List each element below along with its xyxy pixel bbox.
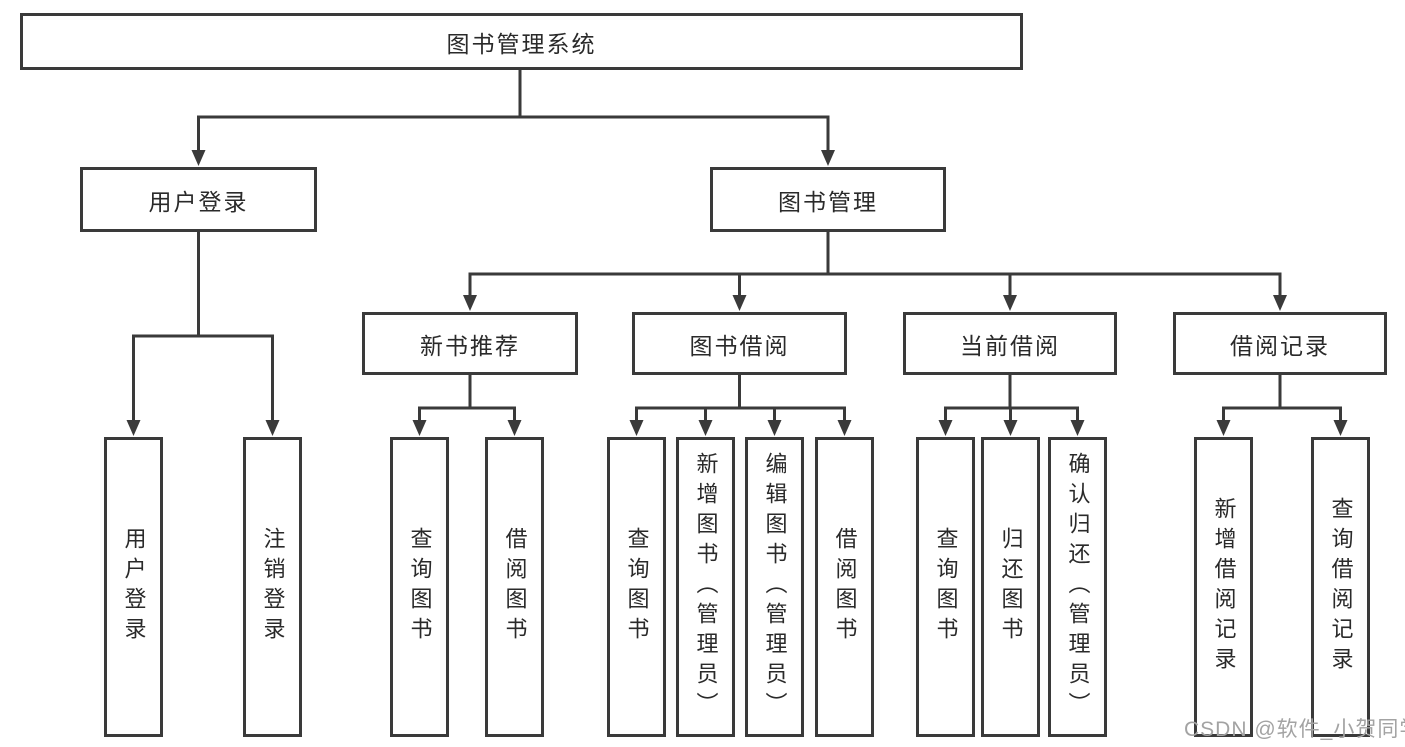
node-library-management-system: 图书管理系统 [20,13,1023,70]
node-add-books-admin: 新增图书（管理员） [676,437,735,737]
connector-lines [132,70,1342,422]
node-label: 确认归还（管理员） [1065,452,1091,722]
node-add-borrow-record: 新增借阅记录 [1194,437,1253,737]
watermark: CSDN @软件_小贺同学 [1184,718,1405,741]
node-label: 借阅图书 [832,527,858,647]
node-query-books-borrowing: 查询图书 [607,437,666,737]
node-label: 归还图书 [998,527,1024,647]
node-label: 查询图书 [624,527,650,647]
node-label: 图书管理 [778,188,878,215]
node-confirm-return-admin: 确认归还（管理员） [1048,437,1107,737]
node-label: 当前借阅 [960,332,1060,359]
node-user-login: 用户登录 [80,167,317,232]
node-borrowing-records: 借阅记录 [1173,312,1387,375]
node-book-management: 图书管理 [710,167,946,232]
node-query-books-current: 查询图书 [916,437,975,737]
node-label: 新书推荐 [420,332,520,359]
node-label: 注销登录 [260,527,286,647]
node-label: 查询图书 [407,527,433,647]
node-label: 借阅图书 [502,527,528,647]
node-query-borrow-record: 查询借阅记录 [1311,437,1370,737]
node-label: 查询借阅记录 [1328,497,1354,677]
node-label: 新增图书（管理员） [693,452,719,722]
node-query-books-recommendation: 查询图书 [390,437,449,737]
node-new-book-recommendation: 新书推荐 [362,312,578,375]
node-label: 借阅记录 [1230,332,1330,359]
node-label: 新增借阅记录 [1211,497,1237,677]
node-edit-books-admin: 编辑图书（管理员） [745,437,804,737]
node-label: 用户登录 [121,527,147,647]
node-borrow-books-borrowing: 借阅图书 [815,437,874,737]
node-label: 图书借阅 [689,332,790,359]
node-label: 查询图书 [933,527,959,647]
node-current-borrowing: 当前借阅 [903,312,1117,375]
node-label: 编辑图书（管理员） [762,452,788,722]
node-label: 图书管理系统 [446,30,597,57]
node-return-books: 归还图书 [981,437,1040,737]
node-book-borrowing: 图书借阅 [632,312,847,375]
node-label: 用户登录 [148,188,249,215]
node-logout: 注销登录 [243,437,302,737]
node-user-login-leaf: 用户登录 [104,437,163,737]
node-borrow-books-recommendation: 借阅图书 [485,437,544,737]
